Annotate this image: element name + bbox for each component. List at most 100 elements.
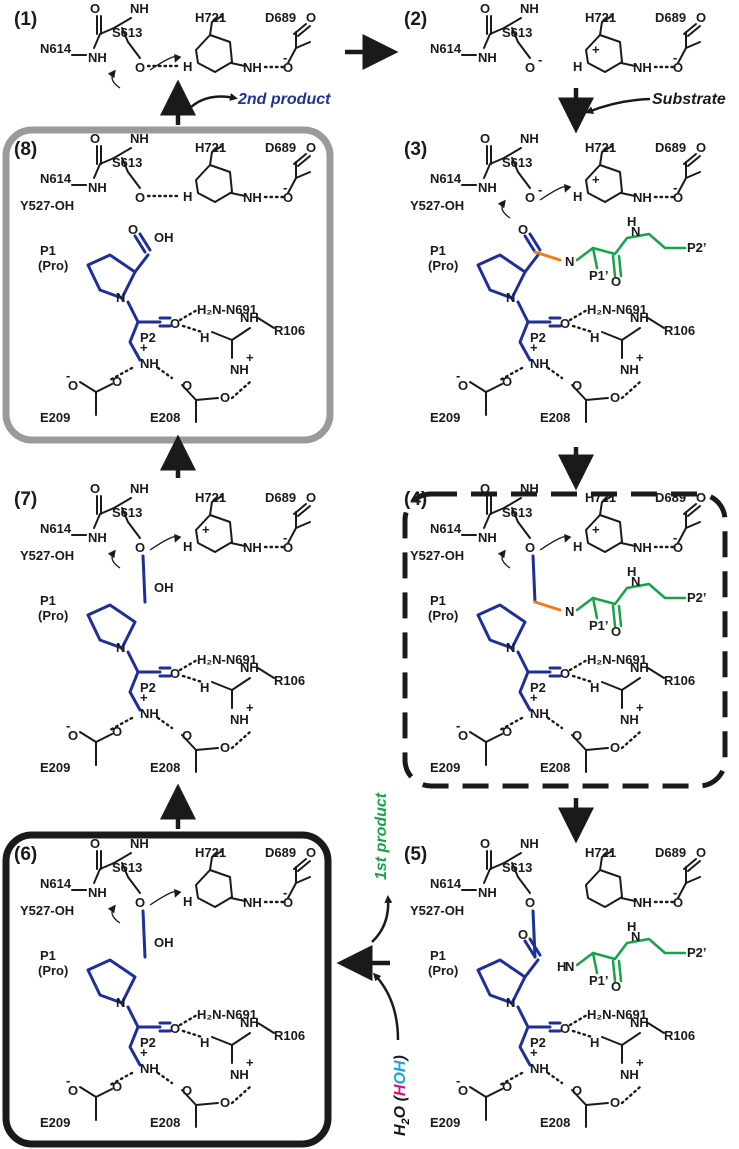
e209-carboxylate: [469, 381, 503, 416]
leaving-n-label: N: [565, 959, 574, 974]
leaving-carbonyl-o: O: [611, 274, 621, 289]
e209-label: E209: [40, 1115, 70, 1130]
p2-nh-plus: +: [530, 690, 538, 705]
p2-carbonyl-bond: [126, 300, 162, 324]
n614-label: N614: [430, 876, 462, 891]
p2prime-label: P2’: [687, 240, 707, 255]
e209-carboxylate: [79, 731, 113, 766]
p2-o-r106-hbond: [571, 1029, 594, 1039]
imidazole-plus-charge: +: [592, 172, 600, 187]
e209-o-label: O: [458, 378, 468, 393]
guanidinium-bonds: [211, 677, 251, 709]
p2-amine-bond: [128, 670, 142, 712]
e208-r106-hbond: [230, 1085, 252, 1105]
ca-cb-bond: [121, 27, 129, 43]
ca-cb-bond: [121, 862, 129, 878]
p2-nh-plus: +: [530, 1045, 538, 1060]
e209-o-label: O: [458, 728, 468, 743]
carbonyl-double-bond: [486, 850, 492, 870]
asp-carboxylate: [677, 31, 701, 64]
e209-carboxylate: [79, 381, 113, 416]
backbone-carbonyl-o: O: [90, 131, 100, 146]
acyl-bond: [133, 253, 150, 274]
asp-double-bond: [293, 503, 311, 517]
p2-o-r106-hbond: [181, 1029, 204, 1039]
e209-o2-label: O: [502, 374, 512, 389]
asp-carbonyl-o: O: [306, 490, 316, 505]
asp-double-bond: [293, 153, 311, 167]
p2-nh-plus: +: [530, 340, 538, 355]
asp-charge-minus: -: [283, 530, 287, 545]
first-product-label: 1st product: [373, 792, 390, 880]
catalytic-proton-h: H: [183, 539, 192, 554]
pro-label: (Pro): [428, 258, 458, 273]
s613-label: S613: [112, 155, 142, 170]
asp-carbonyl-o: O: [696, 845, 706, 860]
acyl-bond: [523, 958, 540, 979]
proline-n-label: N: [506, 640, 515, 655]
p2-o-n691-hbond: [178, 658, 199, 672]
p2-carbonyl-double: [158, 1021, 172, 1033]
pro-label: (Pro): [428, 963, 458, 978]
curved-arrow-icon: [107, 69, 121, 89]
guanidinium-nh2-label: NH: [230, 362, 249, 377]
r106-chain: [647, 1022, 665, 1034]
e209-label: E209: [40, 410, 70, 425]
h721-label: H721: [585, 845, 616, 860]
y527-label: Y527-OH: [410, 198, 464, 213]
acyl-o-label: O: [128, 222, 138, 237]
backbone-carbonyl-o: O: [480, 836, 490, 851]
r106-chain: [257, 317, 275, 329]
p2-carbonyl-bond: [516, 300, 552, 324]
guanidinium-plus: +: [246, 350, 254, 365]
asp-carbonyl-o: O: [696, 490, 706, 505]
e209-minus: -: [456, 368, 460, 383]
first-product-curved-arrow-icon: [371, 895, 393, 943]
step-label-7: (7): [14, 489, 37, 510]
nh-e208-hbond: [156, 716, 174, 730]
asp-carboxylate: [677, 161, 701, 194]
leaving-n-label: N: [565, 604, 574, 619]
asp-double-bond: [683, 23, 701, 37]
p1-label: P1: [40, 243, 56, 258]
guanidinium-nh2-label: NH: [620, 1067, 639, 1082]
p2-o-r106-hbond: [181, 324, 204, 334]
n614-nh-label: NH: [88, 885, 107, 900]
asp-charge-minus: -: [283, 885, 287, 900]
y527-label: Y527-OH: [20, 548, 74, 563]
second-product-curved-arrow-icon: [187, 93, 238, 111]
leaving-n2-label: N: [631, 929, 640, 944]
e208-carboxylate: [571, 384, 609, 423]
step-label-6: (6): [14, 844, 37, 865]
d689-label: D689: [265, 140, 296, 155]
e208-o2-label: O: [610, 1095, 620, 1110]
proline-n-label: N: [116, 290, 125, 305]
asp-oxide-o: O: [283, 60, 293, 75]
imidazole-nh-label: NH: [243, 540, 262, 555]
ca-cb-bond: [511, 507, 519, 523]
e209-label: E209: [40, 760, 70, 775]
r106-label: R106: [664, 673, 695, 688]
p2-carbonyl-o: O: [170, 1021, 180, 1036]
asp-charge-minus: -: [673, 530, 677, 545]
cb-og-bond: [517, 41, 531, 59]
e208-label: E208: [150, 1115, 180, 1130]
cb-og-bond: [517, 521, 531, 539]
acyl-o-label: O: [518, 222, 528, 237]
s613-label: S613: [502, 155, 532, 170]
p2-carbonyl-bond: [516, 650, 552, 674]
leaving-n2-label: N: [631, 224, 640, 239]
e208-r106-hbond: [620, 1085, 642, 1105]
n691-label: H₂N-N691: [197, 1007, 257, 1022]
curved-arrow-icon: [539, 533, 572, 551]
serine-nh-label: NH: [130, 1, 149, 16]
p2-label: P2: [140, 1035, 156, 1050]
catalytic-proton-h: H: [573, 59, 582, 74]
proline-ring: [476, 603, 527, 650]
ca-nh-bond: [113, 147, 132, 159]
e208-o2-label: O: [220, 740, 230, 755]
substrate-curved-arrow-icon: [585, 97, 651, 114]
imidazole-nh-label: NH: [633, 540, 652, 555]
